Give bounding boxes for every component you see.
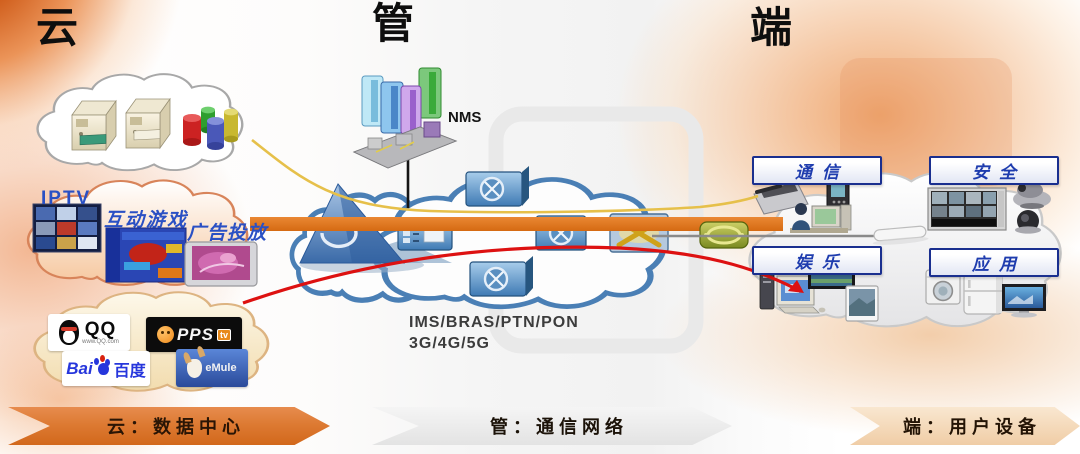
ptz-camera-icon [1013,182,1051,209]
baidu-latin-text: Bai [66,358,93,378]
network-tech-line1: IMS/BRAS/PTN/PON [409,314,579,331]
content-delivery-line [242,245,799,305]
network-tech-line2: 3G/4G/5G [409,335,490,352]
dome-camera-icon [1015,210,1041,234]
refrigerator-icon [963,273,1003,315]
banner-label: 端：用户设备 [903,417,1041,437]
banner-cloud-datacenter: 云：数据中心 [8,407,330,445]
section-title-pipe: 管 [372,2,415,48]
iptv-label: IPTV [41,188,92,209]
nms-servers-icon [361,67,442,135]
ad-placement-label: 广告投放 [187,223,268,244]
iptv-screens-image [32,203,102,253]
content-delivery-arrowhead [788,280,804,293]
banner-label: 管：通信网络 [490,417,628,437]
game-screenshot-image [105,227,187,283]
emule-logo: eMule [176,349,248,387]
category-label: 娱乐 [795,253,849,272]
category-label: 应用 [972,255,1026,274]
pps-logo: PPS tv [146,317,242,352]
category-box-communication: 通信 [752,156,882,185]
baidu-paw-icon [93,357,109,375]
router-icon [469,256,533,297]
database-cylinders-icon [183,106,238,150]
router-icon [465,166,529,207]
baidu-cn-text: 百度 [113,362,146,380]
washing-machine-icon [925,269,961,305]
pps-tv-badge: tv [217,328,232,341]
section-title-cloud: 云 [36,6,79,52]
surveillance-monitor-icon [927,187,1007,231]
category-box-security: 安全 [929,156,1059,185]
server-icon [125,97,171,150]
banner-label: 云：数据中心 [107,417,245,437]
flat-tv-icon [1002,284,1046,318]
qq-logo-url: www.QQ.com [82,339,119,345]
server-icon [71,99,117,152]
orange-watermark [840,58,1012,186]
tablet-monitor-icon [845,285,879,322]
category-label: 安全 [972,163,1026,182]
nms-label: NMS [448,109,482,126]
qq-logo: QQ www.QQ.com [48,314,130,351]
home-router-icon [872,225,929,245]
ad-tv-image [184,241,258,287]
section-title-terminal: 端 [750,6,793,52]
baidu-logo: Bai 百度 [62,351,150,386]
category-box-entertainment: 娱乐 [752,246,882,275]
fiber-link-line [251,138,759,214]
emule-mascot-icon [187,358,203,378]
pps-logo-text: PPS [176,324,214,344]
person-computer-icon [790,203,852,233]
emule-logo-text: eMule [205,362,237,374]
interactive-games-label: 互动游戏 [104,210,189,231]
management-platform-icon [352,121,458,169]
category-box-application: 应用 [929,248,1059,277]
category-label: 通信 [795,163,849,182]
qq-penguin-icon [59,320,80,345]
pps-mascot-icon [156,326,174,343]
backbone-bar [250,217,783,231]
fax-phone-icon [753,183,809,215]
qq-logo-text: QQ [84,319,117,340]
banner-pipe-network: 管：通信网络 [372,407,732,445]
banner-terminal-devices: 端：用户设备 [850,407,1080,445]
